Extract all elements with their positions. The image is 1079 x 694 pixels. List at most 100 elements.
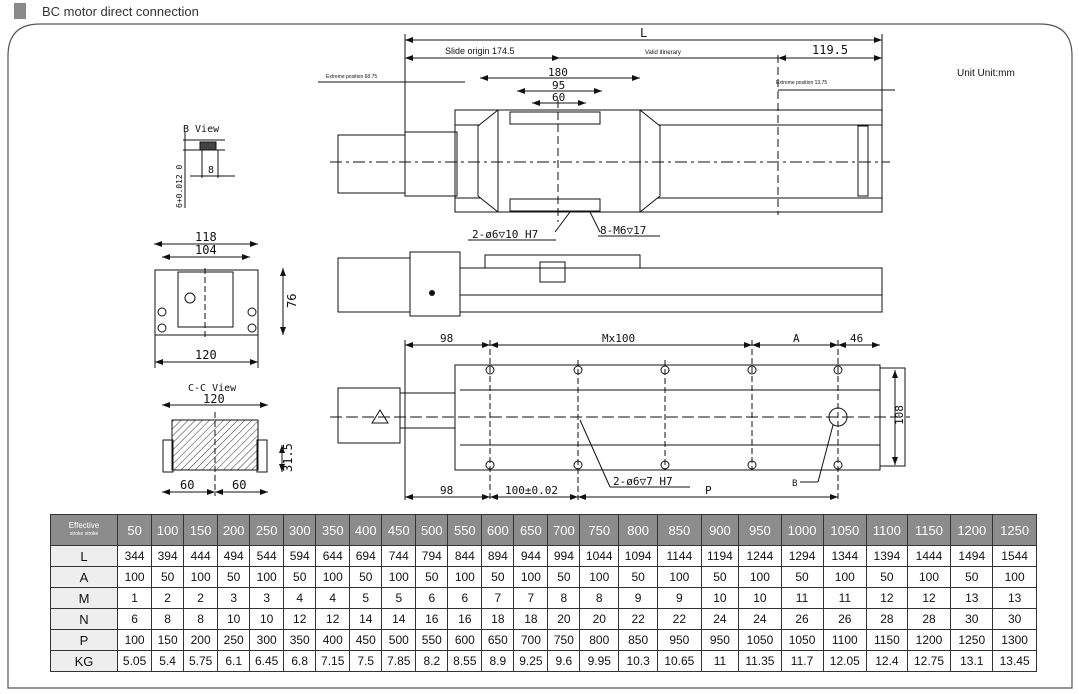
svg-text:6+0.012 0: 6+0.012 0 [175,164,184,208]
table-cell: 600 [447,629,483,651]
svg-text:2-ø6▽7 H7: 2-ø6▽7 H7 [613,475,673,488]
table-cell: 1050 [738,629,782,651]
table-cell: 7 [513,587,549,609]
cc-view-labels: C-C View 120 31.5 60 60 [180,383,295,492]
table-cell: 50 [283,566,317,588]
table-cell: 8 [151,608,185,630]
table-cell: 1494 [950,545,994,567]
table-cell: 12.4 [866,650,908,672]
stroke-header-cell: 250 [249,514,285,546]
table-cell: 12 [315,608,351,630]
table-cell: 10 [700,587,740,609]
svg-text:A: A [793,332,800,345]
table-cell: 16 [415,608,449,630]
table-cell: 30 [950,608,994,630]
svg-text:108: 108 [893,405,906,425]
table-cell: 50 [950,566,994,588]
table-cell: 100 [315,566,351,588]
table-cell: 794 [415,545,449,567]
end-view [154,241,286,368]
table-cell: 5.4 [151,650,185,672]
stroke-header-cell: 1000 [780,514,824,546]
table-cell: 20 [579,608,620,630]
table-cell: 26 [780,608,824,630]
table-cell: 1250 [950,629,994,651]
table-cell: 10 [217,608,251,630]
row-label: N [50,608,118,630]
table-cell: 1050 [780,629,824,651]
table-cell: 9 [657,587,702,609]
svg-text:104: 104 [195,243,217,257]
table-cell: 100 [822,566,868,588]
table-cell: 500 [381,629,417,651]
table-cell: 28 [866,608,908,630]
table-cell: 18 [481,608,515,630]
table-cell: 14 [349,608,383,630]
table-cell: 12.75 [906,650,952,672]
table-cell: 14 [381,608,417,630]
drawing-frame [7,23,1073,689]
svg-text:B View: B View [183,124,220,135]
stroke-header-cell: 500 [415,514,449,546]
table-cell: 644 [315,545,351,567]
table-cell: 7 [481,587,515,609]
stroke-header-cell: 950 [738,514,782,546]
table-cell: 750 [547,629,581,651]
table-cell: 9.95 [579,650,620,672]
table-cell: 2 [183,587,219,609]
stroke-header-cell: 1050 [822,514,868,546]
svg-text:95: 95 [552,79,565,92]
table-cell: 1200 [906,629,952,651]
table-cell: 200 [183,629,219,651]
table-cell: 544 [249,545,285,567]
table-cell: 8 [547,587,581,609]
table-cell: 100 [906,566,952,588]
b-view-labels: B View 8 6+0.012 0 [175,124,220,208]
stroke-header-cell: 750 [579,514,620,546]
stroke-header-cell: 1100 [866,514,908,546]
table-cell: 12.05 [822,650,868,672]
table-cell: 7.85 [381,650,417,672]
table-cell: 450 [349,629,383,651]
table-cell: 7.5 [349,650,383,672]
svg-text:8-M6▽17: 8-M6▽17 [600,224,646,237]
table-cell: 594 [283,545,317,567]
section-header: BC motor direct connection [14,2,199,20]
stroke-header-cell: 700 [547,514,581,546]
table-cell: 4 [315,587,351,609]
svg-text:P: P [705,484,712,497]
stroke-header-cell: 850 [657,514,702,546]
table-cell: 13.45 [992,650,1037,672]
table-cell: 12 [866,587,908,609]
table-cell: 1100 [822,629,868,651]
table-cell: 9.6 [547,650,581,672]
table-cell: 3 [249,587,285,609]
table-cell: 3 [217,587,251,609]
table-cell: 24 [738,608,782,630]
table-cell: 20 [547,608,581,630]
table-cell: 150 [151,629,185,651]
svg-text:76: 76 [285,294,299,308]
table-cell: 400 [315,629,351,651]
row-label: P [50,629,118,651]
table-cell: 100 [447,566,483,588]
table-cell: 1194 [700,545,740,567]
svg-text:60: 60 [232,478,246,492]
table-cell: 344 [116,545,153,567]
table-cell: 6 [116,608,153,630]
table-cell: 8.55 [447,650,483,672]
svg-text:180: 180 [548,66,568,79]
table-cell: 7.15 [315,650,351,672]
table-cell: 50 [547,566,581,588]
stroke-header-cell: 900 [700,514,740,546]
table-cell: 18 [513,608,549,630]
table-cell: 650 [481,629,515,651]
top-view-labels: L Slide origin 174.5 Valid itinerary 119… [326,26,848,241]
table-cell: 28 [906,608,952,630]
stroke-header-cell: 350 [315,514,351,546]
table-cell: 5 [349,587,383,609]
